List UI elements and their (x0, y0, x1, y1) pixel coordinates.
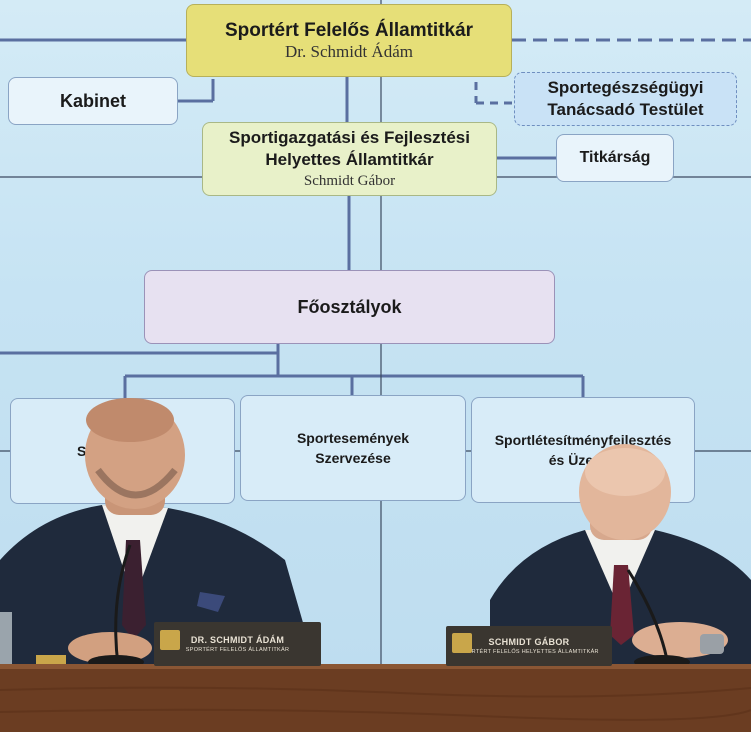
deputy-secretary-box: Sportigazgatási és Fejlesztési Helyettes… (202, 122, 497, 196)
department-events-line1: Sportesemények (296, 430, 410, 446)
nameplate-right: SCHMIDT GÁBOR SPORTÉRT FELELŐS HELYETTES… (446, 626, 612, 666)
advisory-board-box: Sportegészségügyi Tanácsadó Testület (514, 72, 737, 126)
advisory-board-line1: Sportegészségügyi (547, 78, 704, 97)
left-microphone (114, 544, 132, 666)
department-facilities-line1: Sportlétesítményfejlesztés (494, 432, 672, 448)
departments-label: Főosztályok (297, 297, 402, 317)
advisory-board-line2: Tanácsadó Testület (547, 100, 704, 119)
table-surface (0, 664, 751, 732)
deputy-name: Schmidt Gábor (303, 173, 396, 189)
secretariat-box: Titkárság (556, 134, 674, 182)
deputy-line2: Helyettes Államtitkár (265, 150, 434, 169)
cabinet-box: Kabinet (8, 77, 178, 125)
state-secretary-title: Sportért Felelős Államtitkár (224, 19, 474, 41)
nameplate-left-name: DR. SCHMIDT ÁDÁM (190, 635, 285, 645)
deputy-line1: Sportigazgatási és Fejlesztési (229, 128, 470, 147)
nameplate-left: DR. SCHMIDT ÁDÁM SPORTÉRT FELELŐS ÁLLAMT… (154, 622, 321, 666)
departments-box: Főosztályok (144, 270, 555, 344)
crest-icon (452, 633, 472, 653)
nameplate-right-role: SPORTÉRT FELELŐS HELYETTES ÁLLAMTITKÁR (459, 649, 599, 655)
department-events-line2: Szervezése (315, 450, 391, 466)
state-secretary-box: Sportért Felelős Államtitkár Dr. Schmidt… (186, 4, 512, 77)
nameplate-right-name: SCHMIDT GÁBOR (488, 637, 570, 647)
state-secretary-name: Dr. Schmidt Ádám (285, 41, 413, 61)
department-left-label: S (77, 443, 87, 459)
nameplate-left-role: SPORTÉRT FELELŐS ÁLLAMTITKÁR (185, 647, 290, 653)
cabinet-label: Kabinet (59, 91, 126, 111)
crest-icon (160, 630, 180, 650)
water-glass (0, 612, 12, 664)
department-events-box: Sportesemények Szervezése (240, 395, 466, 501)
secretariat-label: Titkárság (579, 149, 651, 166)
